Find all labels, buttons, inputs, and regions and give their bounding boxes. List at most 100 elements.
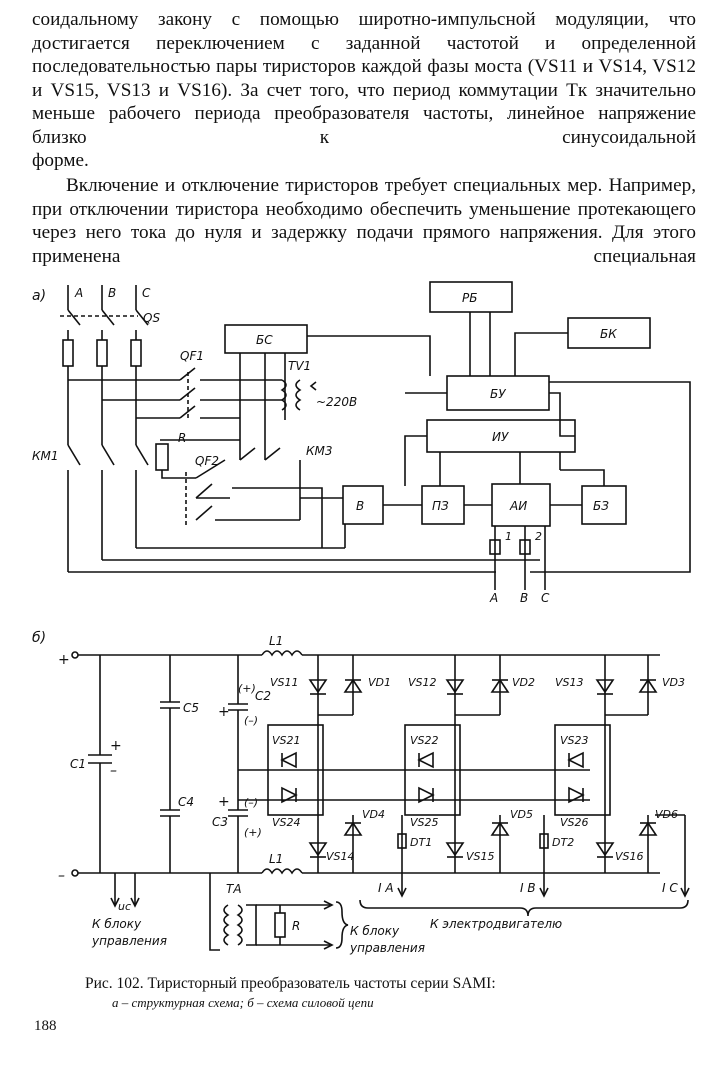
output-c-label: С [541, 591, 550, 605]
to-control-1-label: К блоку [92, 917, 142, 931]
block-ai: АИ [491, 483, 551, 527]
c2-plus-label: + [218, 704, 230, 720]
block-connections [155, 312, 691, 590]
phase-lines [60, 285, 496, 573]
diode-vd4-label: VD4 [362, 808, 385, 821]
block-bs: БС [224, 324, 308, 354]
panel-label-a: а) [32, 288, 46, 304]
block-pz: ПЗ [421, 485, 465, 525]
switch-qs-label: QS [143, 311, 160, 325]
figure-subcaption: а – структурная схема; б – схема силовой… [112, 995, 374, 1010]
thyristor-vs26-label: VS26 [560, 816, 589, 829]
thyristor-vs16-label: VS16 [615, 850, 644, 863]
phase-a-label: А [74, 286, 83, 300]
thyristor-vs22-label: VS22 [410, 734, 439, 747]
breaker-qf1-label: QF1 [180, 349, 204, 363]
block-bu-label: БУ [490, 387, 506, 401]
breaker-qf2-label: QF2 [195, 454, 219, 468]
uc-label: uc [118, 900, 131, 913]
diode-vd3-label: VD3 [662, 676, 685, 689]
c3-minus-paren-label: (–) [244, 796, 258, 809]
block-rb-label: РБ [462, 291, 477, 305]
plus-rail-label: + [58, 652, 70, 668]
c3-plus-label: + [218, 794, 230, 810]
block-bz-label: БЗ [593, 499, 609, 513]
block-bk: БК [567, 317, 651, 349]
capacitor-c5-label: С5 [183, 701, 199, 715]
transformer-tv1-label: TV1 [288, 359, 311, 373]
block-ai-label: АИ [509, 499, 527, 513]
page-number: 188 [34, 1018, 57, 1034]
to-control-1b-label: управления [91, 934, 167, 948]
sensor-dt2-label: DT2 [552, 836, 574, 849]
sensor-2-label: 2 [535, 530, 542, 543]
thyristor-vs24-label: VS24 [272, 816, 301, 829]
inductor-l1-top-label: L1 [269, 634, 283, 648]
block-bu: БУ [446, 375, 550, 411]
contactor-km1-label: КМ1 [32, 449, 59, 463]
minus-rail-label: – [58, 868, 65, 884]
block-bk-label: БК [600, 327, 617, 341]
phase-b-label: В [108, 286, 116, 300]
c1-minus-label: – [110, 763, 117, 779]
to-motor-label: К электродвигателю [430, 917, 562, 931]
thyristor-vs11-label: VS11 [270, 676, 299, 689]
c3-plus-paren-label: (+) [244, 826, 262, 839]
sensor-1-label: 1 [505, 530, 512, 543]
thyristor-vs15-label: VS15 [466, 850, 495, 863]
paragraph-1-text: соидальному закону с помощью широтно-имп… [32, 9, 696, 148]
to-control-2-label: К блоку [350, 924, 400, 938]
diagram-a-structural-scheme: а) А В С QS КМ1 [32, 281, 691, 605]
block-bs-label: БС [256, 333, 273, 347]
block-v-label: В [356, 499, 364, 513]
control-brace [335, 901, 349, 949]
diode-vd5-label: VD5 [510, 808, 533, 821]
diode-vd2-label: VD2 [512, 676, 535, 689]
diagram-b-power-circuit: б) + – L1 L1 С1 + – С5 С4 С2 [32, 630, 690, 955]
panel-label-b: б) [32, 630, 46, 646]
capacitor-c4-label: С4 [178, 795, 194, 809]
figure-caption: Рис. 102. Тиристорный преобразователь ча… [85, 975, 496, 992]
to-control-2b-label: управления [349, 941, 425, 955]
output-b-label: В [520, 591, 528, 605]
paragraph-1: соидальному закону с помощью широтно-имп… [32, 8, 696, 173]
supply-voltage-label: ~220В [316, 395, 357, 409]
contactor-km3-label: КМ3 [306, 444, 333, 458]
diode-vd6-label: VD6 [655, 808, 678, 821]
block-pz-label: ПЗ [432, 499, 449, 513]
current-transformer-ta-label: ТА [226, 882, 242, 896]
output-a-label: А [489, 591, 498, 605]
paragraph-2: Включение и отключение тиристоров требуе… [32, 175, 696, 267]
block-iu-label: ИУ [492, 430, 509, 444]
c2-minus-paren-label: (–) [244, 714, 258, 727]
phase-c-label: С [142, 286, 151, 300]
thyristor-vs13-label: VS13 [555, 676, 584, 689]
resistor-r-label: R [178, 431, 186, 445]
c1-plus-label: + [110, 738, 122, 754]
c2-plus-paren-label: (+) [238, 682, 256, 695]
thyristor-vs14-label: VS14 [326, 850, 355, 863]
capacitor-c2-label: С2 [255, 689, 271, 703]
block-rb: РБ [429, 281, 513, 313]
output-ic-label: I C [662, 881, 678, 895]
thyristor-vs25-label: VS25 [410, 816, 439, 829]
block-v: В [342, 485, 384, 525]
capacitor-c3-label: С3 [212, 815, 228, 829]
sensor-dt1-label: DT1 [410, 836, 432, 849]
output-ib-label: I B [520, 881, 536, 895]
block-iu: ИУ [426, 419, 576, 453]
output-ia-label: I A [378, 881, 394, 895]
motor-brace [359, 899, 689, 917]
block-bz: БЗ [581, 485, 627, 525]
thyristor-vs12-label: VS12 [408, 676, 437, 689]
paragraph-1-last-line: форме. [32, 150, 89, 171]
thyristor-vs21-label: VS21 [272, 734, 301, 747]
inductor-l1-bottom-label: L1 [269, 852, 283, 866]
qf1-branch [68, 367, 317, 419]
diode-vd1-label: VD1 [368, 676, 391, 689]
phase-legs [267, 655, 690, 898]
thyristor-vs23-label: VS23 [560, 734, 589, 747]
capacitor-c1-label: С1 [70, 757, 86, 771]
resistor-r-b-label: R [292, 919, 300, 933]
